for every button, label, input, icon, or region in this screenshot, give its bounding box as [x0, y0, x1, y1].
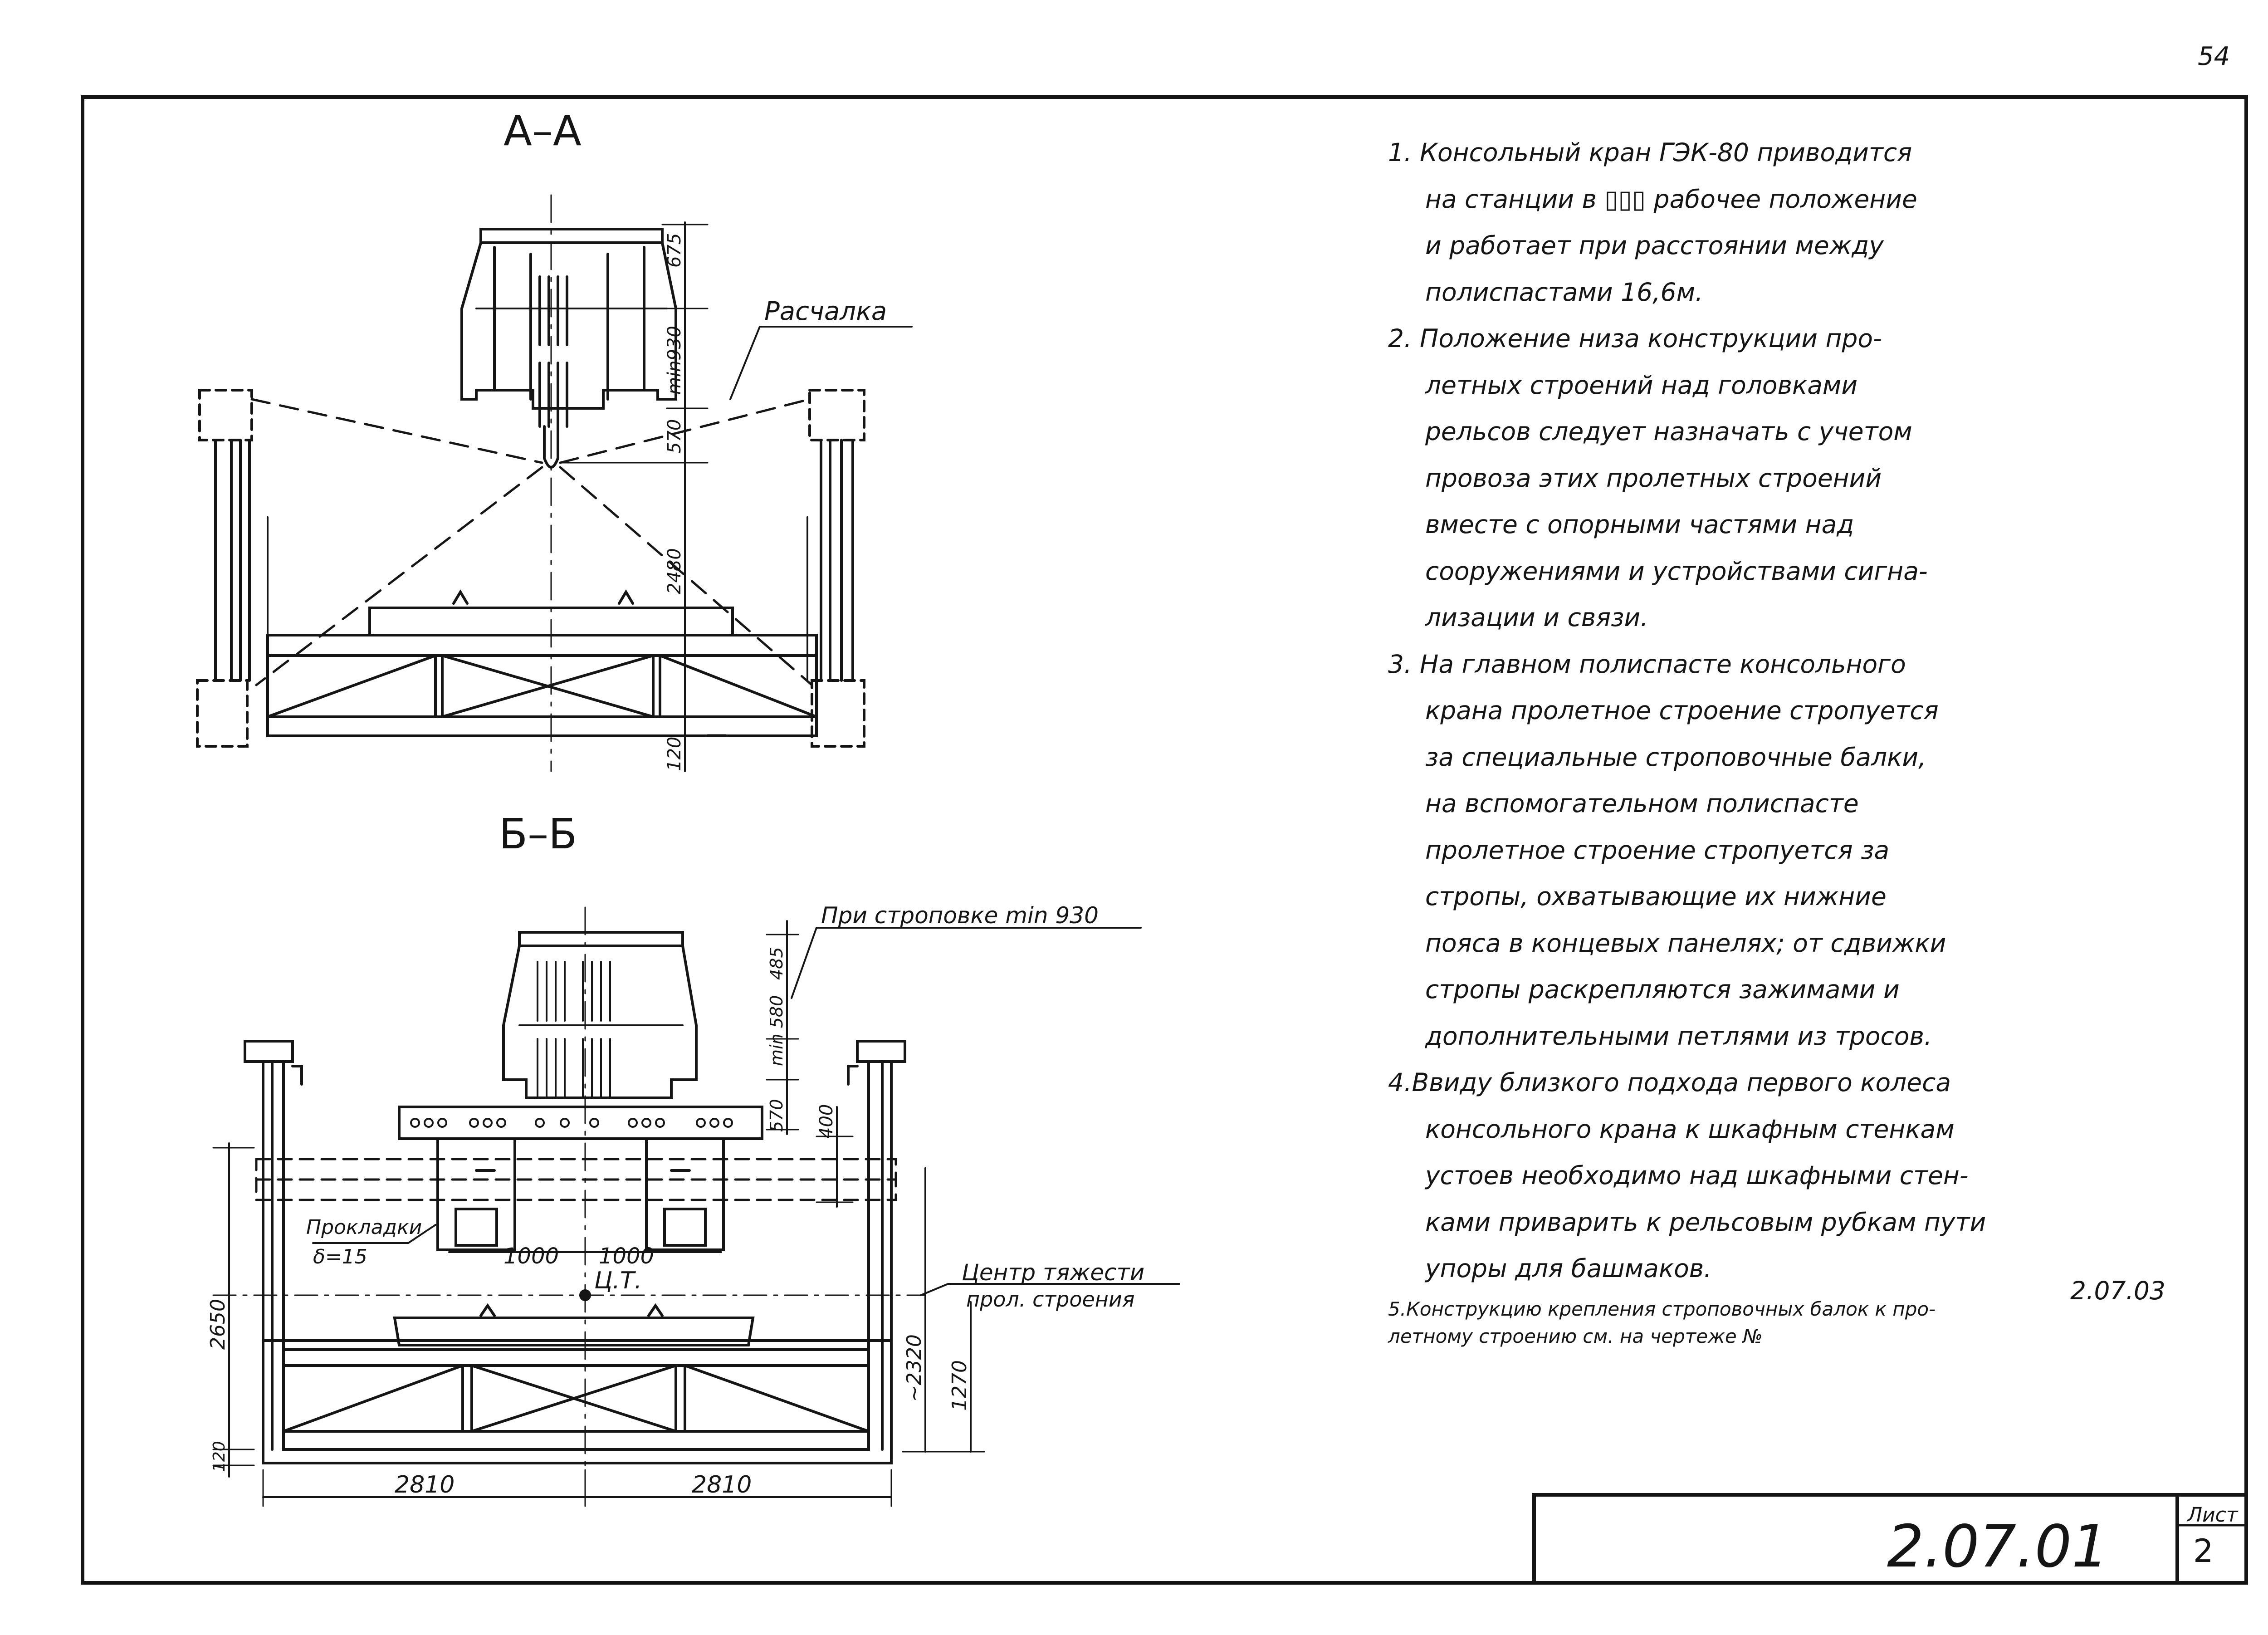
bb-dim-1000-left: 1000 — [503, 1243, 559, 1269]
aa-truss — [266, 589, 818, 737]
bb-dim-1000-right: 1000 — [599, 1243, 654, 1269]
bb-dim-2320: ~2320 — [903, 1334, 926, 1402]
section-bb-title: Б–Б — [499, 810, 577, 858]
bb-cg-label-1: Центр тяжести — [962, 1259, 1144, 1286]
title-block — [1532, 1493, 2248, 1585]
bb-dim-2650: 2650 — [206, 1299, 230, 1350]
bb-pad-label: Прокладки — [306, 1216, 422, 1239]
note-1: 1. Консольный кран ГЭК-80 приводится на … — [1388, 138, 1917, 307]
bb-dim-1270: 1270 — [948, 1360, 971, 1411]
bb-crane-block — [502, 931, 698, 1099]
bb-dim-120: 120 — [210, 1441, 229, 1472]
note-2: 2. Положение низа конструкции про- летны… — [1388, 324, 1928, 632]
bb-dim-400: 400 — [816, 1104, 837, 1139]
bb-sling-label: При строповке min 930 — [821, 902, 1099, 929]
bb-dim-485: 485 — [767, 947, 787, 980]
bb-dim-2810-left: 2810 — [395, 1471, 455, 1498]
page-number: 54 — [2198, 42, 2230, 71]
aa-left-column — [196, 389, 269, 748]
bb-truss — [262, 1339, 893, 1464]
aa-dim-2480: 2480 — [664, 548, 685, 594]
bb-cg-mark: Ц.Т. — [594, 1267, 642, 1294]
aa-crane-block — [460, 228, 677, 469]
aa-dim-min930: min930 — [664, 326, 685, 395]
bb-pad-thickness: δ=15 — [313, 1245, 367, 1268]
section-bb-drawing — [212, 906, 1180, 1507]
bb-cg-label-2: прол. строения — [966, 1287, 1134, 1312]
bb-sling-blocks — [436, 1137, 725, 1251]
aa-dim-570: 570 — [664, 419, 685, 454]
sheet-label: Лист — [2187, 1503, 2238, 1527]
aa-dim-675: 675 — [664, 233, 685, 268]
section-aa-drawing — [196, 194, 913, 772]
note-5: 5.Конструкцию крепления строповочных бал… — [1388, 1297, 1936, 1347]
note-3: 3. На главном полиспасте консольного кра… — [1388, 649, 1946, 1051]
aa-rope-label: Расчалка — [764, 297, 887, 326]
bb-dim-2810-right: 2810 — [692, 1471, 752, 1498]
sheet-number: 2 — [2193, 1532, 2214, 1570]
sheet-frame — [81, 95, 2248, 1585]
bb-dim-570: 570 — [767, 1099, 787, 1132]
note-5-drawing-ref: 2.07.03 — [2070, 1276, 2165, 1305]
aa-dim-120: 120 — [664, 737, 685, 771]
section-aa-title: А–А — [503, 107, 582, 155]
general-notes: 1. Консольный кран ГЭК-80 приводится на … — [1388, 129, 2195, 1350]
aa-right-column — [807, 389, 865, 748]
bb-dim-min580: min 580 — [767, 995, 787, 1066]
drawing-code: 2.07.01 — [1887, 1513, 2109, 1581]
bb-right-column — [847, 1040, 906, 1451]
note-4: 4.Ввиду близкого подхода первого колеса … — [1388, 1068, 1986, 1283]
bb-left-column — [244, 1040, 303, 1451]
